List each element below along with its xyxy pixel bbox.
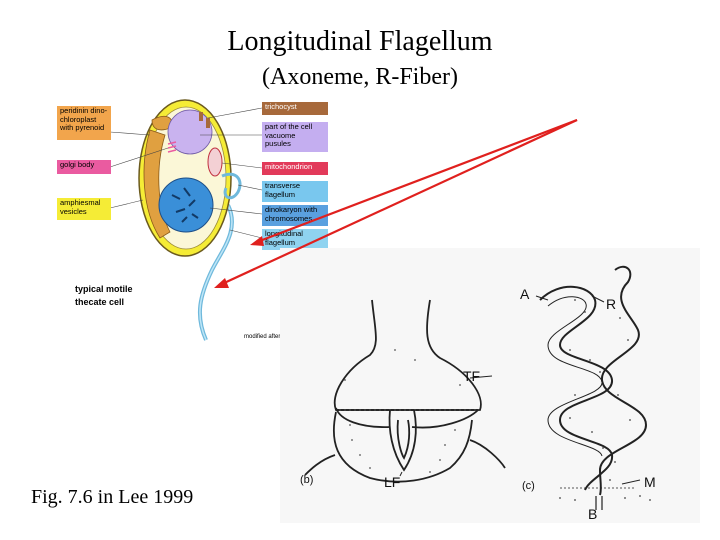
label-line: flagellum (265, 237, 296, 247)
figure-b-drawing (304, 299, 506, 483)
chloroplast (143, 129, 171, 239)
credit-text: modified after Taylor 1980 (244, 334, 313, 340)
label-b: (b) (300, 474, 314, 486)
label-line: chloroplast (60, 114, 97, 124)
label-line: mitochondrion (265, 162, 313, 171)
red-arrows (214, 118, 578, 288)
label-line: flagellum (265, 189, 296, 199)
a-leader (535, 295, 549, 301)
label-line: transverse (265, 181, 301, 190)
label-line: with pyrenoid (60, 123, 105, 132)
label-line: peridinin dino- (60, 106, 108, 115)
cell-type-label: typical motile thecate cell (75, 283, 133, 309)
transverse-flagellum (221, 172, 242, 200)
label-TF: TF (463, 368, 481, 384)
label-A: A (520, 286, 530, 302)
label-line: pusules (265, 139, 291, 148)
figure-caption: Fig. 7.6 in Lee 1999 (31, 486, 194, 508)
tf-leader (469, 375, 493, 379)
mitochondrion (207, 147, 223, 177)
figure-b-stipple (344, 349, 461, 473)
label-line: amphiesmal (60, 198, 101, 207)
lf-leader (399, 471, 403, 477)
label-B: B (588, 506, 598, 522)
cell-label-line-2: thecate cell (75, 297, 125, 307)
label-LF: LF (384, 474, 401, 490)
slide-subtitle: (Axoneme, R-Fiber) (262, 64, 458, 90)
m-leader (621, 479, 641, 485)
label-line: golgi body (60, 160, 95, 169)
r-leader (591, 295, 605, 303)
label-transverse-flagellum: transverse flagellum (262, 181, 328, 202)
label-mitochondrion: mitochondrion (262, 162, 328, 175)
label-line: vesicles (60, 206, 87, 216)
label-amphiesmal-vesicles: amphiesmal vesicles (57, 198, 111, 220)
label-line: dinokaryon with (265, 205, 318, 214)
figure-c-stipple (559, 299, 651, 501)
cell-label-line-1: typical motile (75, 284, 133, 294)
label-pusules: part of the cell vacuome pusules (262, 122, 328, 152)
label-R: R (606, 296, 617, 312)
label-golgi-body: golgi body (57, 160, 111, 174)
label-trichocyst: trichocyst (262, 102, 328, 115)
label-line: trichocyst (265, 102, 297, 111)
label-line: vacuome (265, 130, 296, 140)
label-c: (c) (522, 480, 535, 492)
label-line: longitudinal (265, 229, 303, 238)
slide-title: Longitudinal Flagellum (227, 26, 493, 57)
leader-lines (109, 107, 263, 239)
label-line: chromosomes (265, 213, 313, 223)
figure-c-drawing (539, 265, 648, 510)
label-chloroplast: peridinin dino- chloroplast with pyrenoi… (57, 106, 111, 140)
label-M: M (644, 474, 656, 490)
nucleus (158, 177, 214, 233)
label-line: part of the cell (265, 122, 313, 131)
